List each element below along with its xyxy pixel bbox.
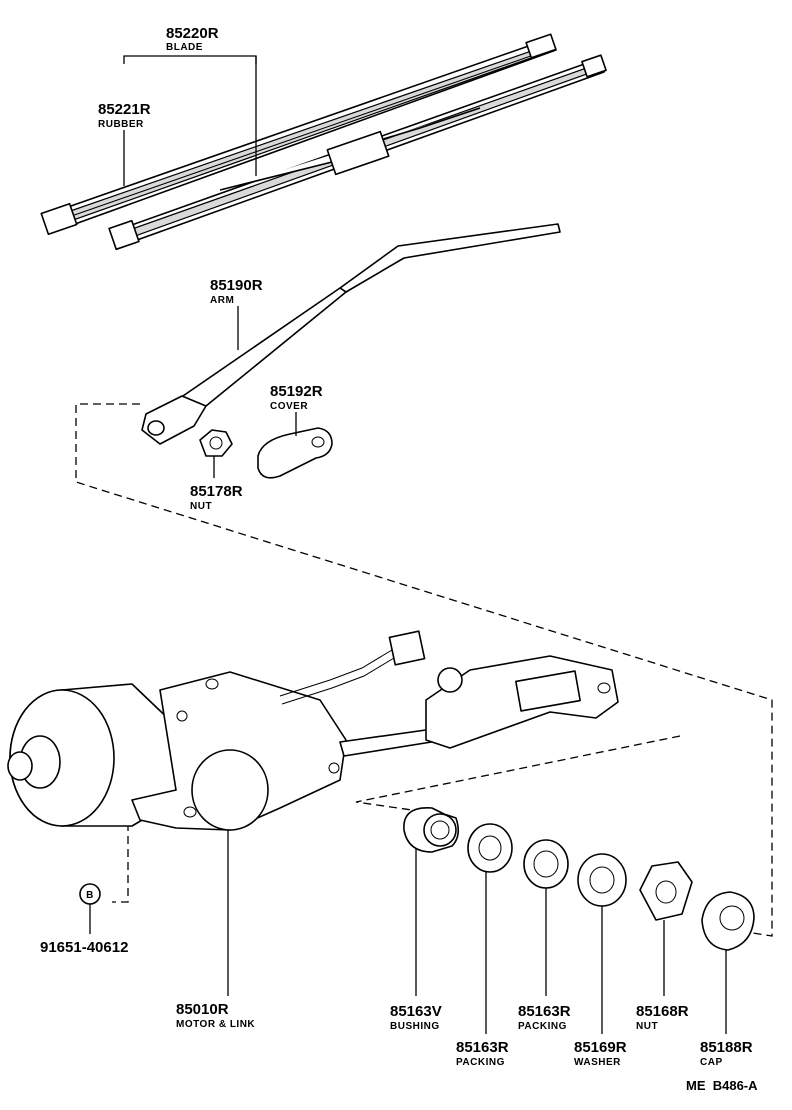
washer-part-name: WASHER: [574, 1057, 621, 1068]
motor-part-number: 85010R: [176, 1001, 229, 1018]
washer-part-number: 85169R: [574, 1039, 627, 1056]
cap-drawing: [701, 891, 755, 951]
cap-part-number: 85188R: [700, 1039, 753, 1056]
arm-nut-part-name: NUT: [190, 501, 212, 512]
packing-outer-drawing: [467, 823, 513, 873]
pivot-nut-part-name: NUT: [636, 1021, 658, 1032]
packing-inner-part-name: PACKING: [518, 1021, 567, 1032]
blade-leader: [123, 55, 257, 176]
washer-drawing: [577, 853, 627, 907]
wiper-rubber-drawing: [108, 54, 607, 251]
cover-part-number: 85192R: [270, 383, 323, 400]
pivot-nut-part-number: 85168R: [636, 1003, 689, 1020]
motor-link-drawing: [7, 630, 619, 831]
blade-part-number: 85220R: [166, 25, 219, 42]
wiper-arm-drawing: [141, 223, 561, 445]
bushing-drawing: [403, 807, 460, 853]
arm-part-name: ARM: [210, 295, 234, 306]
dashed-alignment-lines: [75, 403, 773, 937]
rubber-part-number: 85221R: [98, 101, 151, 118]
bolt-part-number: 91651-40612: [40, 939, 128, 956]
blade-part-name: BLADE: [166, 42, 203, 53]
cover-drawing: [257, 427, 333, 479]
diagram-code: ME B486-A: [686, 1078, 758, 1093]
cover-part-name: COVER: [270, 401, 308, 412]
cap-part-name: CAP: [700, 1057, 723, 1068]
arm-nut-part-number: 85178R: [190, 483, 243, 500]
rubber-part-name: RUBBER: [98, 119, 144, 130]
packing-outer-part-name: PACKING: [456, 1057, 505, 1068]
arm-part-number: 85190R: [210, 277, 263, 294]
packing-inner-part-number: 85163R: [518, 1003, 571, 1020]
packing-inner-drawing: [523, 839, 569, 889]
motor-part-name: MOTOR & LINK: [176, 1019, 255, 1030]
packing-outer-part-number: 85163R: [456, 1039, 509, 1056]
wiper-blade-drawing: [40, 33, 557, 236]
bushing-part-name: BUSHING: [390, 1021, 440, 1032]
bushing-part-number: 85163V: [390, 1003, 442, 1020]
bolt-marker-letter: B: [86, 890, 94, 901]
arm-nut-drawing: [199, 429, 233, 457]
pivot-nut-drawing: [639, 861, 693, 921]
